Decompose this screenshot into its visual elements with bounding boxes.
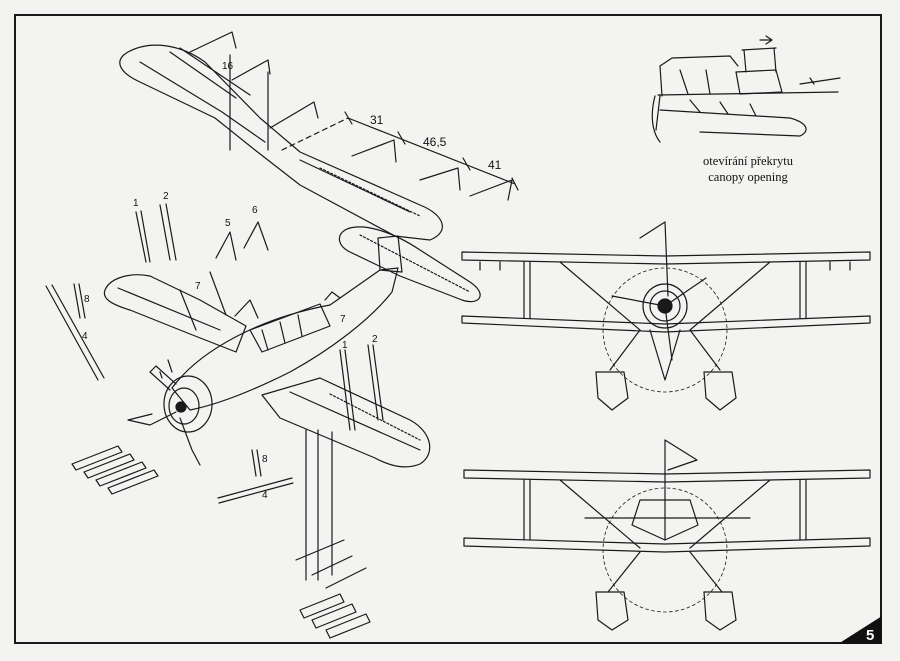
dimension-label-3: 41 xyxy=(488,158,502,172)
page-frame xyxy=(14,14,882,644)
interplane-struts xyxy=(45,203,384,504)
bombs-and-rails-bottom xyxy=(295,429,371,639)
dimension-label-2: 46,5 xyxy=(423,135,447,149)
engine-and-propeller xyxy=(127,359,213,466)
dimension-labels: 31 46,5 41 xyxy=(370,113,502,172)
front-view-lower xyxy=(463,439,871,631)
part-label-4-upper: 4 xyxy=(82,331,88,342)
front-view-upper xyxy=(461,221,871,411)
page-number-tab: 5 xyxy=(838,616,882,644)
fuselage xyxy=(171,267,399,411)
caption-english: canopy opening xyxy=(708,170,788,184)
page-number: 5 xyxy=(866,627,874,644)
caption-czech: otevírání překrytu xyxy=(703,154,794,168)
part-label-16: 16 xyxy=(222,61,234,72)
part-label-1-lower: 1 xyxy=(342,340,348,351)
bombs-left xyxy=(71,445,159,495)
lower-wing-left xyxy=(103,274,247,353)
canopy-caption: otevírání překrytu canopy opening xyxy=(703,154,794,184)
part-number-labels: 16 1 2 5 6 7 7 8 4 1 2 8 4 xyxy=(82,61,378,501)
part-label-4-lower: 4 xyxy=(262,490,268,501)
part-label-8-upper: 8 xyxy=(84,294,90,305)
part-label-2-lower: 2 xyxy=(372,334,378,345)
part-label-5: 5 xyxy=(225,218,231,229)
tail-assembly xyxy=(338,226,481,303)
dimension-label-1: 31 xyxy=(370,113,384,127)
part-label-7-left: 7 xyxy=(195,281,201,292)
upper-wing-assembly xyxy=(119,31,513,241)
lower-wing-right xyxy=(261,377,431,468)
part-label-1-upper: 1 xyxy=(133,198,139,209)
canopy-detail-drawing xyxy=(651,35,841,143)
part-label-2-upper: 2 xyxy=(163,191,169,202)
part-label-7-right: 7 xyxy=(340,314,346,325)
part-label-8-lower: 8 xyxy=(262,454,268,465)
page-corner-tab xyxy=(838,616,882,644)
part-label-6: 6 xyxy=(252,205,258,216)
dimension-lines xyxy=(281,111,519,191)
